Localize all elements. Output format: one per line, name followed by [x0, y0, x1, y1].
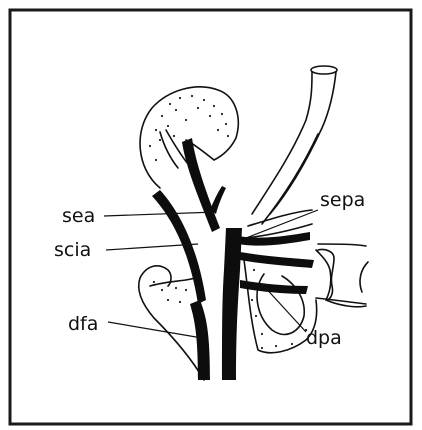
iliac-bone-outline [140, 87, 238, 188]
femoral-artery-vessel [222, 228, 242, 380]
pubic-symphysis [318, 249, 334, 300]
pubic-small-arc [360, 262, 368, 292]
label-sepa: sepa [320, 189, 365, 211]
deep-external-pudendal-vessel-upper [240, 252, 314, 268]
femur-neck-outline [150, 276, 200, 286]
branch-vessel-upper [210, 186, 226, 214]
dfa-leader [108, 322, 202, 338]
label-sea: sea [62, 205, 95, 227]
deep-femoral-artery-vessel [190, 300, 210, 380]
dpa-vessel [240, 280, 308, 294]
label-scia: scia [54, 239, 91, 261]
branch-right-lines [316, 244, 366, 304]
label-dfa: dfa [68, 313, 98, 335]
label-dpa: dpa [306, 327, 342, 349]
vessel-cut-end [311, 66, 337, 74]
superficial-epigastric-artery-vessel [182, 138, 220, 232]
sea-leader [104, 212, 216, 216]
